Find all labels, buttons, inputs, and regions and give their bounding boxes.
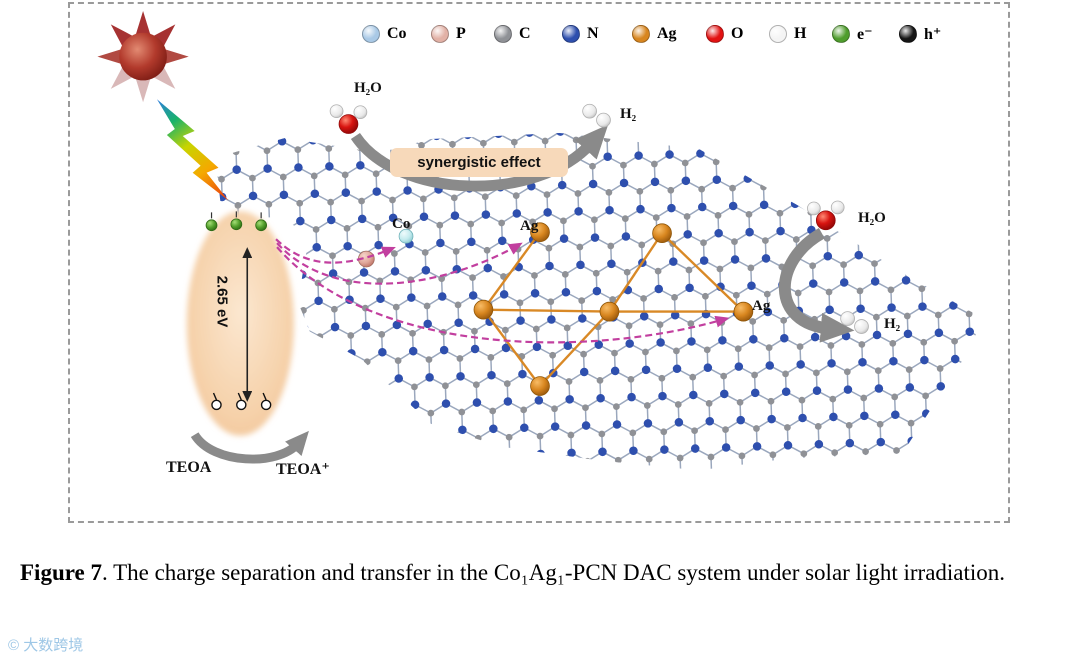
legend-sphere-p: [431, 25, 449, 43]
synergistic-effect-label: synergistic effect: [417, 154, 541, 171]
h2o-molecule-top: [329, 104, 368, 134]
ag-site-top-label: Ag: [520, 218, 539, 234]
synergistic-effect-box: synergistic effect: [390, 148, 568, 177]
ag-site-right-label: Ag: [752, 298, 771, 314]
h2-right-label: H₂: [884, 316, 901, 332]
caption-text: . The charge separation and transfer in …: [101, 560, 1006, 585]
co-site-label: Co: [392, 216, 411, 232]
legend-item-n: N: [562, 25, 599, 43]
figure-panel: Co P C N Ag O: [68, 2, 1010, 523]
legend-label: C: [519, 25, 531, 42]
h2o-right-label: H₂O: [858, 210, 886, 226]
teoa-label: TEOA: [166, 459, 212, 476]
ag-atoms: [473, 222, 754, 396]
legend-sphere-n: [562, 25, 580, 43]
electron-transfer-arrows: [275, 238, 730, 344]
legend-sphere-o: [706, 25, 724, 43]
legend-label: P: [456, 25, 466, 42]
legend-item-o: O: [706, 25, 743, 43]
legend-item-electron: e⁻: [832, 25, 873, 43]
legend-sphere-co: [362, 25, 380, 43]
legend-sphere-ag: [632, 25, 650, 43]
legend-label: Ag: [657, 25, 677, 42]
legend-label: e⁻: [857, 26, 873, 43]
figure-caption: Figure 7. The charge separation and tran…: [20, 545, 1068, 601]
legend-item-h: H: [769, 25, 806, 43]
electron-icons: [205, 218, 268, 232]
h2-molecule-top: [582, 103, 611, 128]
band-gap-label: 2.65 eV: [213, 275, 231, 328]
diagram-graphic: [97, 10, 982, 471]
lightning-icon: [156, 99, 229, 201]
h2o-top-label: H₂O: [354, 80, 382, 96]
figure-label: Figure 7: [20, 560, 102, 585]
legend-sphere-h: [769, 25, 787, 43]
legend-item-co: Co: [362, 25, 407, 43]
legend-label: H: [794, 25, 807, 42]
legend-label: O: [731, 25, 744, 42]
legend-item-c: C: [494, 25, 531, 43]
legend-sphere-c: [494, 25, 512, 43]
h2-evolution-arrow-right: [778, 228, 855, 343]
co-atom: [398, 228, 414, 244]
sun-icon: [97, 10, 189, 103]
legend-label: Co: [387, 25, 407, 42]
legend-item-hole: h⁺: [899, 25, 941, 43]
teoa-oxidation-arrow: [190, 430, 309, 464]
teoa-plus-label: TEOA⁺: [276, 461, 330, 478]
legend-item-ag: Ag: [632, 25, 677, 43]
legend-item-p: P: [431, 25, 466, 43]
electron-ticks: [210, 211, 262, 219]
hole-icons: [211, 392, 272, 411]
semiconductor-band: [186, 211, 294, 436]
h2o-molecule-right: [807, 200, 845, 231]
legend-label: N: [587, 25, 599, 42]
legend-label: h⁺: [924, 26, 942, 43]
h2-top-label: H₂: [620, 106, 637, 122]
pcn-lattice: [215, 133, 982, 471]
h2-molecule-right: [840, 311, 869, 334]
watermark: © 大数跨境: [8, 637, 84, 654]
legend-sphere-hole: [899, 25, 917, 43]
ag-network: [482, 231, 745, 387]
legend-sphere-electron: [832, 25, 850, 43]
